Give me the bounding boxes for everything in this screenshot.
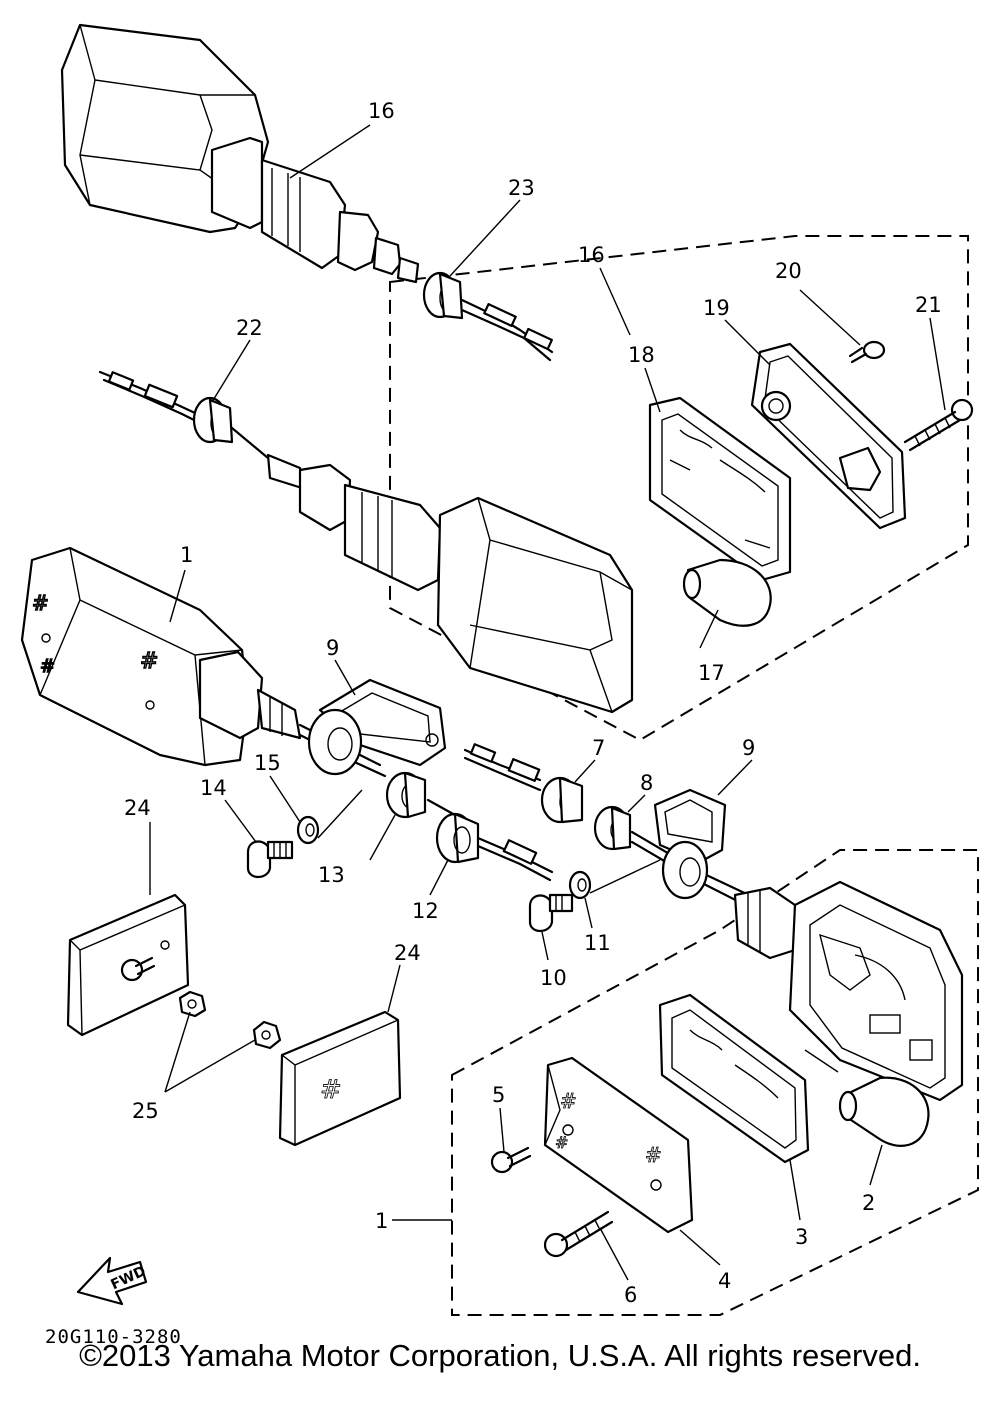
callout-7: 7 [592, 736, 605, 760]
callout-16-lower: 16 [578, 243, 605, 267]
callout-10: 10 [540, 966, 567, 990]
wire-connectors-right [463, 743, 542, 792]
bolt-14 [246, 840, 294, 879]
leader-lines [149, 124, 946, 1281]
callout-20: 20 [775, 259, 802, 283]
screw-21 [903, 398, 974, 452]
callout-16-upper: 16 [368, 99, 395, 123]
callout-12: 12 [412, 899, 439, 923]
callout-9-left: 9 [326, 636, 339, 660]
fwd-arrow-icon: FWD [76, 1256, 148, 1306]
callout-17: 17 [698, 661, 725, 685]
callout-1-lower: 1 [375, 1209, 388, 1233]
screw-6 [543, 1210, 614, 1258]
callout-15: 15 [254, 751, 281, 775]
bracket-9-left [307, 678, 447, 776]
gasket-3 [658, 993, 810, 1164]
wire-connectors-lower [426, 798, 554, 882]
turn-signal-left: # # # [20, 546, 387, 778]
callout-22: 22 [236, 316, 263, 340]
screw-5 [490, 1146, 532, 1174]
nut-25-left [178, 990, 207, 1018]
callout-13: 13 [318, 863, 345, 887]
grommet-13 [385, 771, 427, 819]
bracket-9-right [653, 788, 727, 900]
callout-2: 2 [862, 1191, 875, 1215]
reflector-24-left [66, 893, 190, 1037]
turn-signal-upper-left [60, 23, 420, 284]
callout-23: 23 [508, 176, 535, 200]
washer-15 [296, 815, 320, 845]
grommet-22 [192, 396, 234, 444]
callout-11: 11 [584, 931, 611, 955]
callout-8: 8 [640, 771, 653, 795]
bolt-10 [528, 893, 574, 933]
svg-text:#: # [320, 1075, 342, 1105]
grommet-7 [540, 776, 584, 824]
lens-19 [750, 342, 907, 530]
svg-text:#: # [645, 1143, 662, 1167]
callout-24-right: 24 [394, 941, 421, 965]
lens-4: # # # [543, 1056, 694, 1234]
callout-6: 6 [624, 1283, 637, 1307]
screw-20 [848, 340, 886, 364]
svg-text:#: # [560, 1089, 577, 1113]
callout-24-left: 24 [124, 796, 151, 820]
assembly-box-lower [451, 849, 979, 1316]
assembly-box-upper [389, 235, 969, 742]
grommet-12 [435, 812, 480, 864]
callout-18: 18 [628, 343, 655, 367]
turn-signal-right [733, 880, 964, 1102]
copyright-notice: ©2013 Yamaha Motor Corporation, U.S.A. A… [79, 1338, 921, 1373]
wire-lead-middle [230, 426, 270, 460]
grommet-23 [422, 271, 464, 320]
bulb-2 [838, 1076, 930, 1147]
diagram-code: 20G110-3280 [45, 1326, 182, 1348]
reflector-24-right: # [278, 1010, 402, 1147]
callout-9-right: 9 [742, 736, 755, 760]
callout-19: 19 [703, 296, 730, 320]
callout-21: 21 [915, 293, 942, 317]
callout-labels: 16 23 16 20 19 21 22 18 1 9 17 7 8 9 24 … [124, 99, 942, 1307]
gasket-18 [648, 396, 792, 582]
callout-1-upper: 1 [180, 543, 193, 567]
wire-connectors-upper [460, 298, 554, 362]
callout-25: 25 [132, 1099, 159, 1123]
callout-14: 14 [200, 776, 227, 800]
grommet-8 [593, 805, 632, 851]
washer-11 [568, 870, 592, 900]
svg-text:#: # [140, 649, 158, 674]
svg-text:#: # [555, 1133, 568, 1152]
svg-text:#: # [40, 656, 55, 677]
callout-3: 3 [795, 1225, 808, 1249]
svg-text:#: # [32, 591, 49, 615]
bulb-17 [682, 558, 772, 627]
callout-4: 4 [718, 1269, 731, 1293]
turn-signal-middle [266, 453, 634, 714]
nut-25-right [252, 1020, 282, 1050]
callout-5: 5 [492, 1083, 505, 1107]
